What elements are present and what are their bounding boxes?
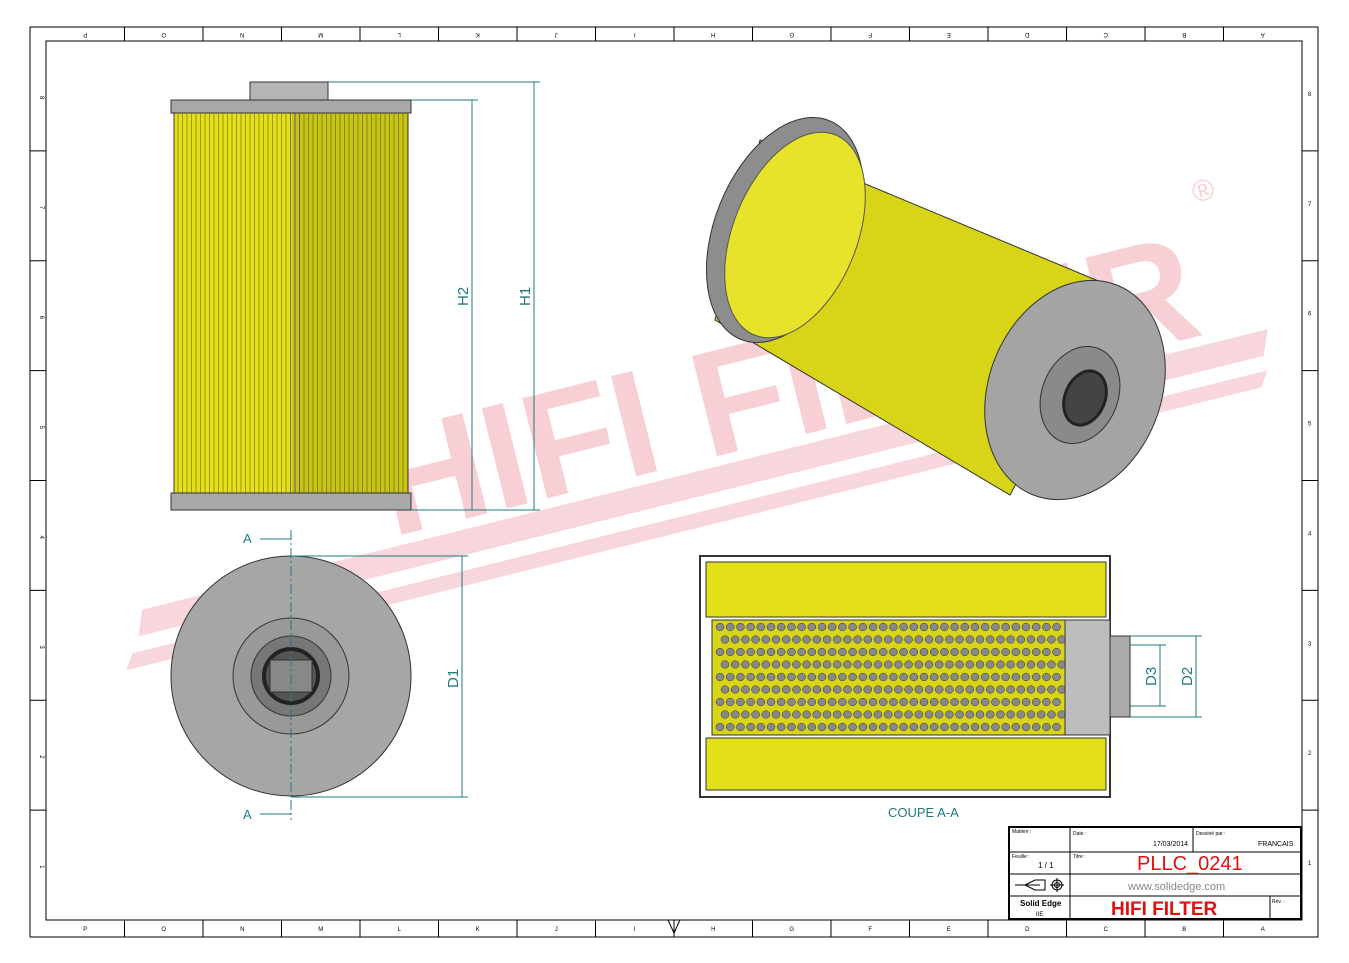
dim-d3: D3 bbox=[1143, 667, 1160, 686]
revision-label: Rév. : bbox=[1272, 899, 1285, 905]
column-label-top: B bbox=[1182, 31, 1186, 37]
website: www.solidedge.com bbox=[1127, 881, 1225, 893]
column-label: B bbox=[1182, 927, 1186, 933]
company-name: HIFI FILTER bbox=[1111, 899, 1218, 920]
drawing-title: PLLC_0241 bbox=[1137, 853, 1243, 875]
row-label-left: 5 bbox=[38, 426, 44, 430]
column-label: M bbox=[318, 927, 323, 933]
row-label-left: 1 bbox=[38, 865, 44, 869]
section-marker-top: A bbox=[243, 531, 252, 546]
column-label-top: F bbox=[868, 31, 872, 37]
title-block bbox=[1008, 826, 1302, 920]
projection-symbol-icon bbox=[1015, 878, 1064, 892]
date-label: Date : bbox=[1073, 831, 1086, 837]
row-label: 2 bbox=[1308, 751, 1312, 757]
column-label: A bbox=[1261, 927, 1265, 933]
software-sub: IIE bbox=[1036, 912, 1043, 918]
row-label: 4 bbox=[1308, 531, 1312, 537]
watermark-registered: ® bbox=[1189, 172, 1218, 209]
front-view: H2 H1 bbox=[170, 81, 540, 511]
title-label: Titre : bbox=[1073, 854, 1086, 860]
section-view: D3 D2 COUPE A-A bbox=[699, 555, 1202, 820]
column-label-top: C bbox=[1103, 31, 1108, 37]
row-label: 8 bbox=[1308, 92, 1312, 98]
row-label-left: 2 bbox=[38, 755, 44, 759]
column-label-top: N bbox=[240, 31, 244, 37]
drawn-by-label: Dessiné par : bbox=[1196, 831, 1225, 837]
row-label: 7 bbox=[1308, 202, 1312, 208]
row-label-left: 4 bbox=[38, 535, 44, 539]
column-label-top: M bbox=[318, 31, 323, 37]
isometric-view bbox=[705, 116, 1166, 501]
section-marker-bottom: A bbox=[243, 807, 252, 822]
column-label-top: E bbox=[947, 31, 951, 37]
column-label-top: G bbox=[789, 31, 794, 37]
column-label-top: K bbox=[476, 31, 480, 37]
dim-d2: D2 bbox=[1179, 667, 1196, 686]
column-label-top: L bbox=[397, 31, 401, 37]
dim-h2: H2 bbox=[455, 287, 472, 306]
column-label-top: P bbox=[83, 31, 87, 37]
dim-h1: H1 bbox=[517, 287, 534, 306]
sheet-value: 1 / 1 bbox=[1038, 861, 1054, 870]
column-label: N bbox=[240, 927, 244, 933]
row-label-left: 8 bbox=[38, 96, 44, 100]
column-label: G bbox=[789, 927, 794, 933]
column-label: F bbox=[868, 927, 872, 933]
column-label: K bbox=[476, 927, 480, 933]
column-label: H bbox=[711, 927, 715, 933]
section-caption: COUPE A-A bbox=[888, 805, 959, 820]
dim-d1: D1 bbox=[445, 669, 462, 688]
center-mark bbox=[667, 919, 681, 935]
column-label-top: D bbox=[1024, 31, 1029, 37]
row-label: 1 bbox=[1308, 861, 1312, 867]
row-label-left: 7 bbox=[38, 206, 44, 210]
column-label-top: A bbox=[1261, 31, 1265, 37]
row-label: 6 bbox=[1308, 312, 1312, 318]
zone-markers: P P O O N N M M L L K K J J I I H H G G F F E E D D C C B B A A 8 8 7 7 6 6 5 5… bbox=[30, 27, 1318, 937]
matiere-label: Matière : bbox=[1012, 829, 1031, 835]
column-label-top: H bbox=[711, 31, 715, 37]
bottom-view: D1 A A bbox=[170, 530, 468, 822]
column-label: E bbox=[947, 927, 951, 933]
software-name: Solid Edge bbox=[1020, 899, 1062, 908]
row-label-left: 6 bbox=[38, 316, 44, 320]
sheet-label: Feuille : bbox=[1012, 854, 1030, 860]
column-label: O bbox=[161, 927, 166, 933]
column-label: L bbox=[398, 927, 402, 933]
date-value: 17/03/2014 bbox=[1153, 841, 1188, 848]
column-label-top: I bbox=[634, 31, 636, 37]
column-label: C bbox=[1104, 927, 1109, 933]
row-label: 3 bbox=[1308, 641, 1312, 647]
column-label: D bbox=[1025, 927, 1030, 933]
column-label-top: O bbox=[161, 31, 166, 37]
column-label: J bbox=[555, 927, 558, 933]
column-label: P bbox=[83, 927, 87, 933]
column-label: I bbox=[634, 927, 636, 933]
row-label: 5 bbox=[1308, 422, 1312, 428]
column-label-top: J bbox=[555, 31, 558, 37]
drawn-by-value: FRANCAIS bbox=[1258, 841, 1294, 848]
row-label-left: 3 bbox=[38, 645, 44, 649]
